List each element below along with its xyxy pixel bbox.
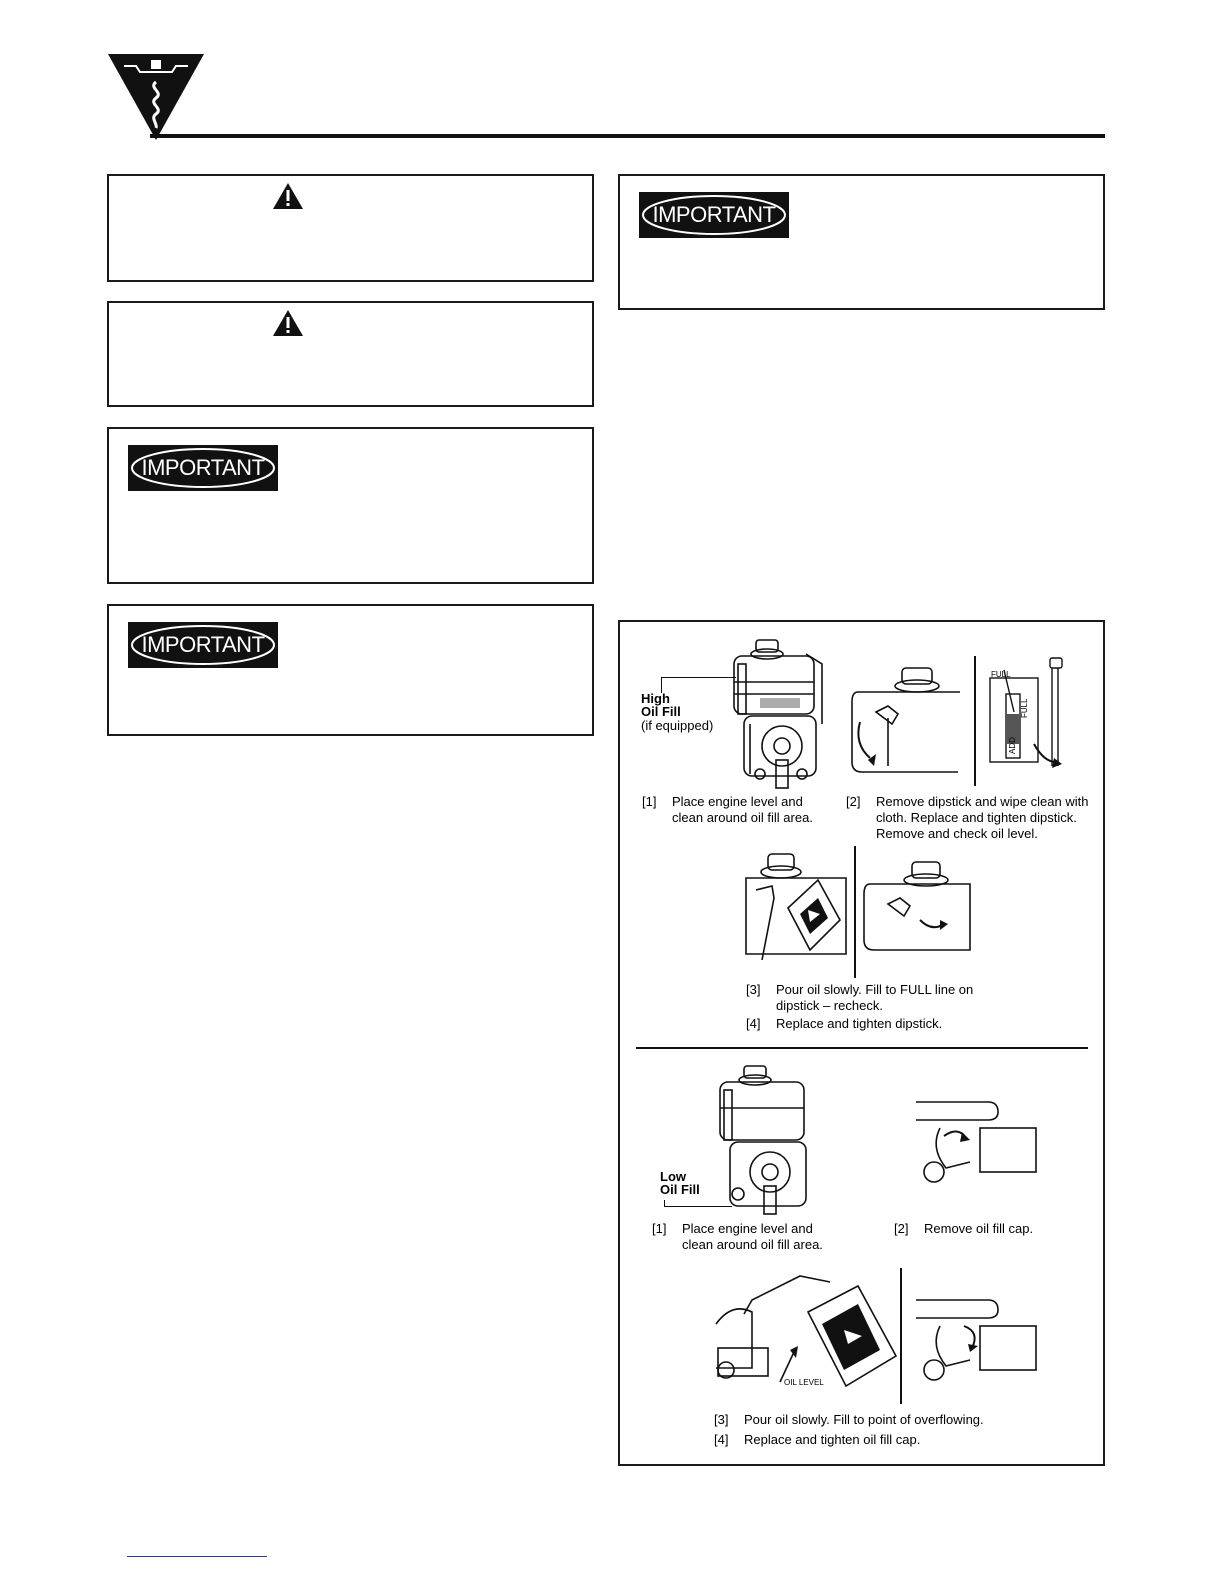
high-fill-pointer-drop (661, 677, 662, 693)
panel-divider (900, 1268, 902, 1404)
panel-divider (854, 846, 856, 978)
dipstick-detail-illustration (989, 657, 1063, 768)
pour-oil-low-illustration (715, 1275, 898, 1388)
high-step-2: [2] Remove dipstick and wipe clean with … (846, 794, 1089, 841)
high-oil-fill-label: Oil Fill (641, 704, 681, 719)
important-badge: IMPORTANT (639, 192, 789, 238)
header-rule (150, 134, 1105, 138)
low-fill-pointer (664, 1206, 732, 1207)
section-divider (636, 1047, 1088, 1049)
dipstick-remove-illustration (851, 667, 960, 773)
important-label: IMPORTANT (652, 202, 776, 227)
warning-box-2 (107, 301, 594, 407)
panel-divider (974, 656, 976, 786)
important-label: IMPORTANT (141, 455, 265, 480)
important-badge: IMPORTANT (128, 622, 278, 668)
important-badge: IMPORTANT (128, 445, 278, 491)
high-step-1: [1] Place engine level and clean around … (642, 794, 813, 825)
high-fill-pointer (661, 677, 736, 678)
important-box-3: IMPORTANT (618, 174, 1105, 310)
warning-triangle-icon (273, 183, 303, 209)
low-step-1: [1] Place engine level and clean around … (652, 1221, 823, 1252)
oil-level-label: OIL LEVEL (784, 1378, 824, 1387)
low-step-4: [4] Replace and tighten oil fill cap. (714, 1432, 921, 1447)
high-oil-fill-label: High (641, 691, 670, 706)
low-oil-fill-label: Low (660, 1169, 686, 1184)
full-tag: FULL (991, 670, 1011, 679)
pour-oil-illustration (745, 853, 847, 961)
high-step-3: [3] Pour oil slowly. Fill to FULL line o… (746, 982, 974, 1013)
warning-box-1 (107, 174, 594, 282)
dipstick-add-mark: ADD (1008, 737, 1017, 754)
footer-link-underline[interactable] (127, 1556, 267, 1557)
replace-dipstick-illustration (863, 861, 971, 951)
engine-low-fill-illustration (719, 1065, 807, 1215)
important-label: IMPORTANT (141, 632, 265, 657)
remove-cap-illustration (916, 1101, 1037, 1183)
oil-fill-figure: High Oil Fill (if equipped) FULL (618, 620, 1105, 1466)
important-box-1: IMPORTANT (107, 427, 594, 584)
engine-high-fill-illustration (733, 639, 823, 789)
important-box-2: IMPORTANT (107, 604, 594, 736)
high-step-4: [4] Replace and tighten dipstick. (746, 1016, 943, 1031)
low-oil-fill-label: Oil Fill (660, 1182, 700, 1197)
high-oil-fill-note: (if equipped) (641, 718, 714, 733)
low-fill-pointer (664, 1200, 665, 1206)
low-step-3: [3] Pour oil slowly. Fill to point of ov… (714, 1412, 984, 1427)
maintenance-logo (106, 52, 206, 142)
low-step-2: [2] Remove oil fill cap. (894, 1221, 1034, 1236)
warning-triangle-icon (273, 310, 303, 336)
replace-cap-illustration (916, 1299, 1037, 1381)
dipstick-full-mark: FULL (1020, 698, 1029, 718)
